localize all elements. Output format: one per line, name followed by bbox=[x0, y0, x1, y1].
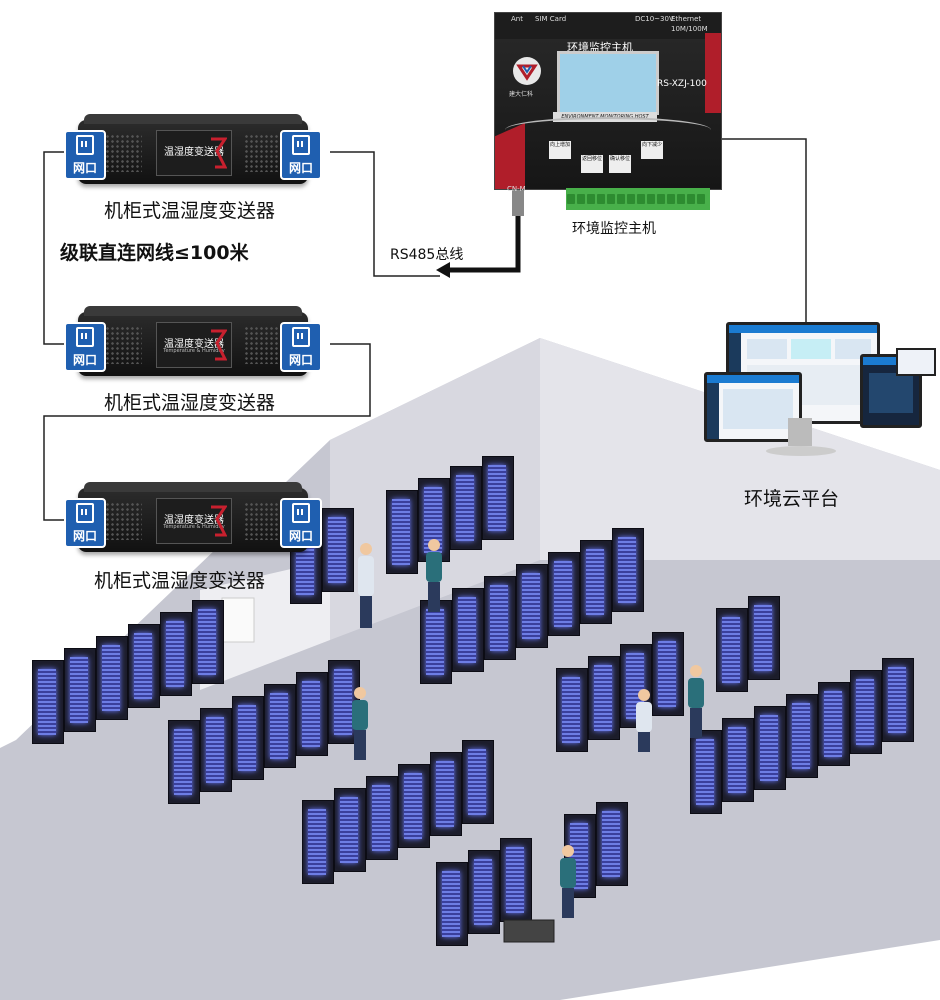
host-button-back[interactable]: 返回移位 bbox=[581, 155, 603, 173]
transmitter-panel-subtitle: Temperature & Humidity bbox=[163, 348, 225, 354]
sim-label: SIM Card bbox=[535, 15, 567, 23]
ethernet-port-icon bbox=[292, 503, 310, 523]
transmitter-panel-title: 温湿度变送器 bbox=[164, 147, 224, 158]
host-lcd-screen bbox=[557, 51, 659, 115]
host-title: 环境监控主机 bbox=[567, 41, 633, 54]
network-port-right: 网口 bbox=[280, 498, 322, 548]
host-button-down[interactable]: 向下减少 bbox=[641, 141, 663, 159]
host-connector-label: CN-M bbox=[507, 185, 526, 193]
transmitter-panel: 温湿度变送器 bbox=[156, 130, 232, 176]
ethernet-speed-label: 10M/100M bbox=[671, 25, 708, 33]
ethernet-port-icon bbox=[76, 503, 94, 523]
transmitter-panel-title: 温湿度变送器 bbox=[164, 339, 224, 350]
host-terminal-block bbox=[566, 188, 710, 210]
ethernet-port-icon bbox=[292, 327, 310, 347]
cloud-platform-monitors bbox=[700, 318, 940, 478]
ethernet-port-icon bbox=[76, 327, 94, 347]
host-top-panel: Ant SIM Card DC10~30V Ethernet 10M/100M bbox=[495, 13, 721, 39]
port-label: 网口 bbox=[288, 529, 313, 543]
host-button-confirm[interactable]: 确认移位 bbox=[609, 155, 631, 173]
host-accent bbox=[705, 33, 721, 113]
host-model: RS-XZJ-100 bbox=[657, 79, 707, 89]
host-button-up[interactable]: 向上增加 bbox=[549, 141, 571, 159]
ant-label: Ant bbox=[511, 15, 523, 23]
cloud-platform-caption: 环境云平台 bbox=[744, 488, 840, 510]
network-port-right: 网口 bbox=[280, 322, 322, 372]
port-label: 网口 bbox=[288, 161, 313, 175]
arrow-head bbox=[436, 262, 450, 278]
transmitter-panel-subtitle: Temperature & Humidity bbox=[163, 524, 225, 530]
brand-logo-text: 建大仁科 bbox=[509, 91, 534, 98]
transmitter-body: 温湿度变送器 Temperature & Humidity bbox=[78, 306, 308, 376]
network-port-left: 网口 bbox=[64, 322, 106, 372]
host-divider bbox=[505, 117, 711, 143]
monitor-stand bbox=[788, 418, 812, 446]
transmitter-body: 温湿度变送器 Temperature & Humidity bbox=[78, 482, 308, 552]
port-label: 网口 bbox=[72, 353, 97, 367]
environment-monitoring-host: Ant SIM Card DC10~30V Ethernet 10M/100M … bbox=[494, 12, 722, 193]
transmitter-panel-title: 温湿度变送器 bbox=[164, 515, 224, 526]
ethernet-port-icon bbox=[76, 135, 94, 155]
transmitter-3: 温湿度变送器 Temperature & Humidity 网口 网口 bbox=[64, 482, 322, 560]
network-port-left: 网口 bbox=[64, 498, 106, 548]
transmitter-panel: 温湿度变送器 Temperature & Humidity bbox=[156, 498, 232, 544]
monitor-screen-left bbox=[704, 372, 802, 442]
rs485-label: RS485总线 bbox=[390, 247, 464, 263]
transmitter-body: 温湿度变送器 bbox=[78, 114, 308, 184]
monitor-base bbox=[766, 446, 836, 456]
port-label: 网口 bbox=[288, 353, 313, 367]
port-label: 网口 bbox=[72, 529, 97, 543]
transmitter-2-caption: 机柜式温湿度变送器 bbox=[104, 392, 276, 414]
monitor-screen-small bbox=[896, 348, 936, 376]
transmitter-1: 温湿度变送器 网口 网口 bbox=[64, 114, 322, 192]
transmitter-panel: 温湿度变送器 Temperature & Humidity bbox=[156, 322, 232, 368]
brand-logo-icon bbox=[513, 57, 541, 85]
transmitter-1-caption: 机柜式温湿度变送器 bbox=[104, 200, 276, 222]
ethernet-port-icon bbox=[292, 135, 310, 155]
transmitter-3-caption: 机柜式温湿度变送器 bbox=[94, 570, 266, 592]
transmitter-2: 温湿度变送器 Temperature & Humidity 网口 网口 bbox=[64, 306, 322, 384]
cascade-label: 级联直连网线≤100米 bbox=[60, 242, 249, 264]
port-label: 网口 bbox=[72, 161, 97, 175]
power-label: DC10~30V bbox=[635, 15, 674, 23]
host-caption: 环境监控主机 bbox=[572, 221, 656, 237]
ethernet-label: Ethernet bbox=[671, 15, 702, 23]
network-port-right: 网口 bbox=[280, 130, 322, 180]
rs485-cable bbox=[448, 215, 521, 273]
network-port-left: 网口 bbox=[64, 130, 106, 180]
